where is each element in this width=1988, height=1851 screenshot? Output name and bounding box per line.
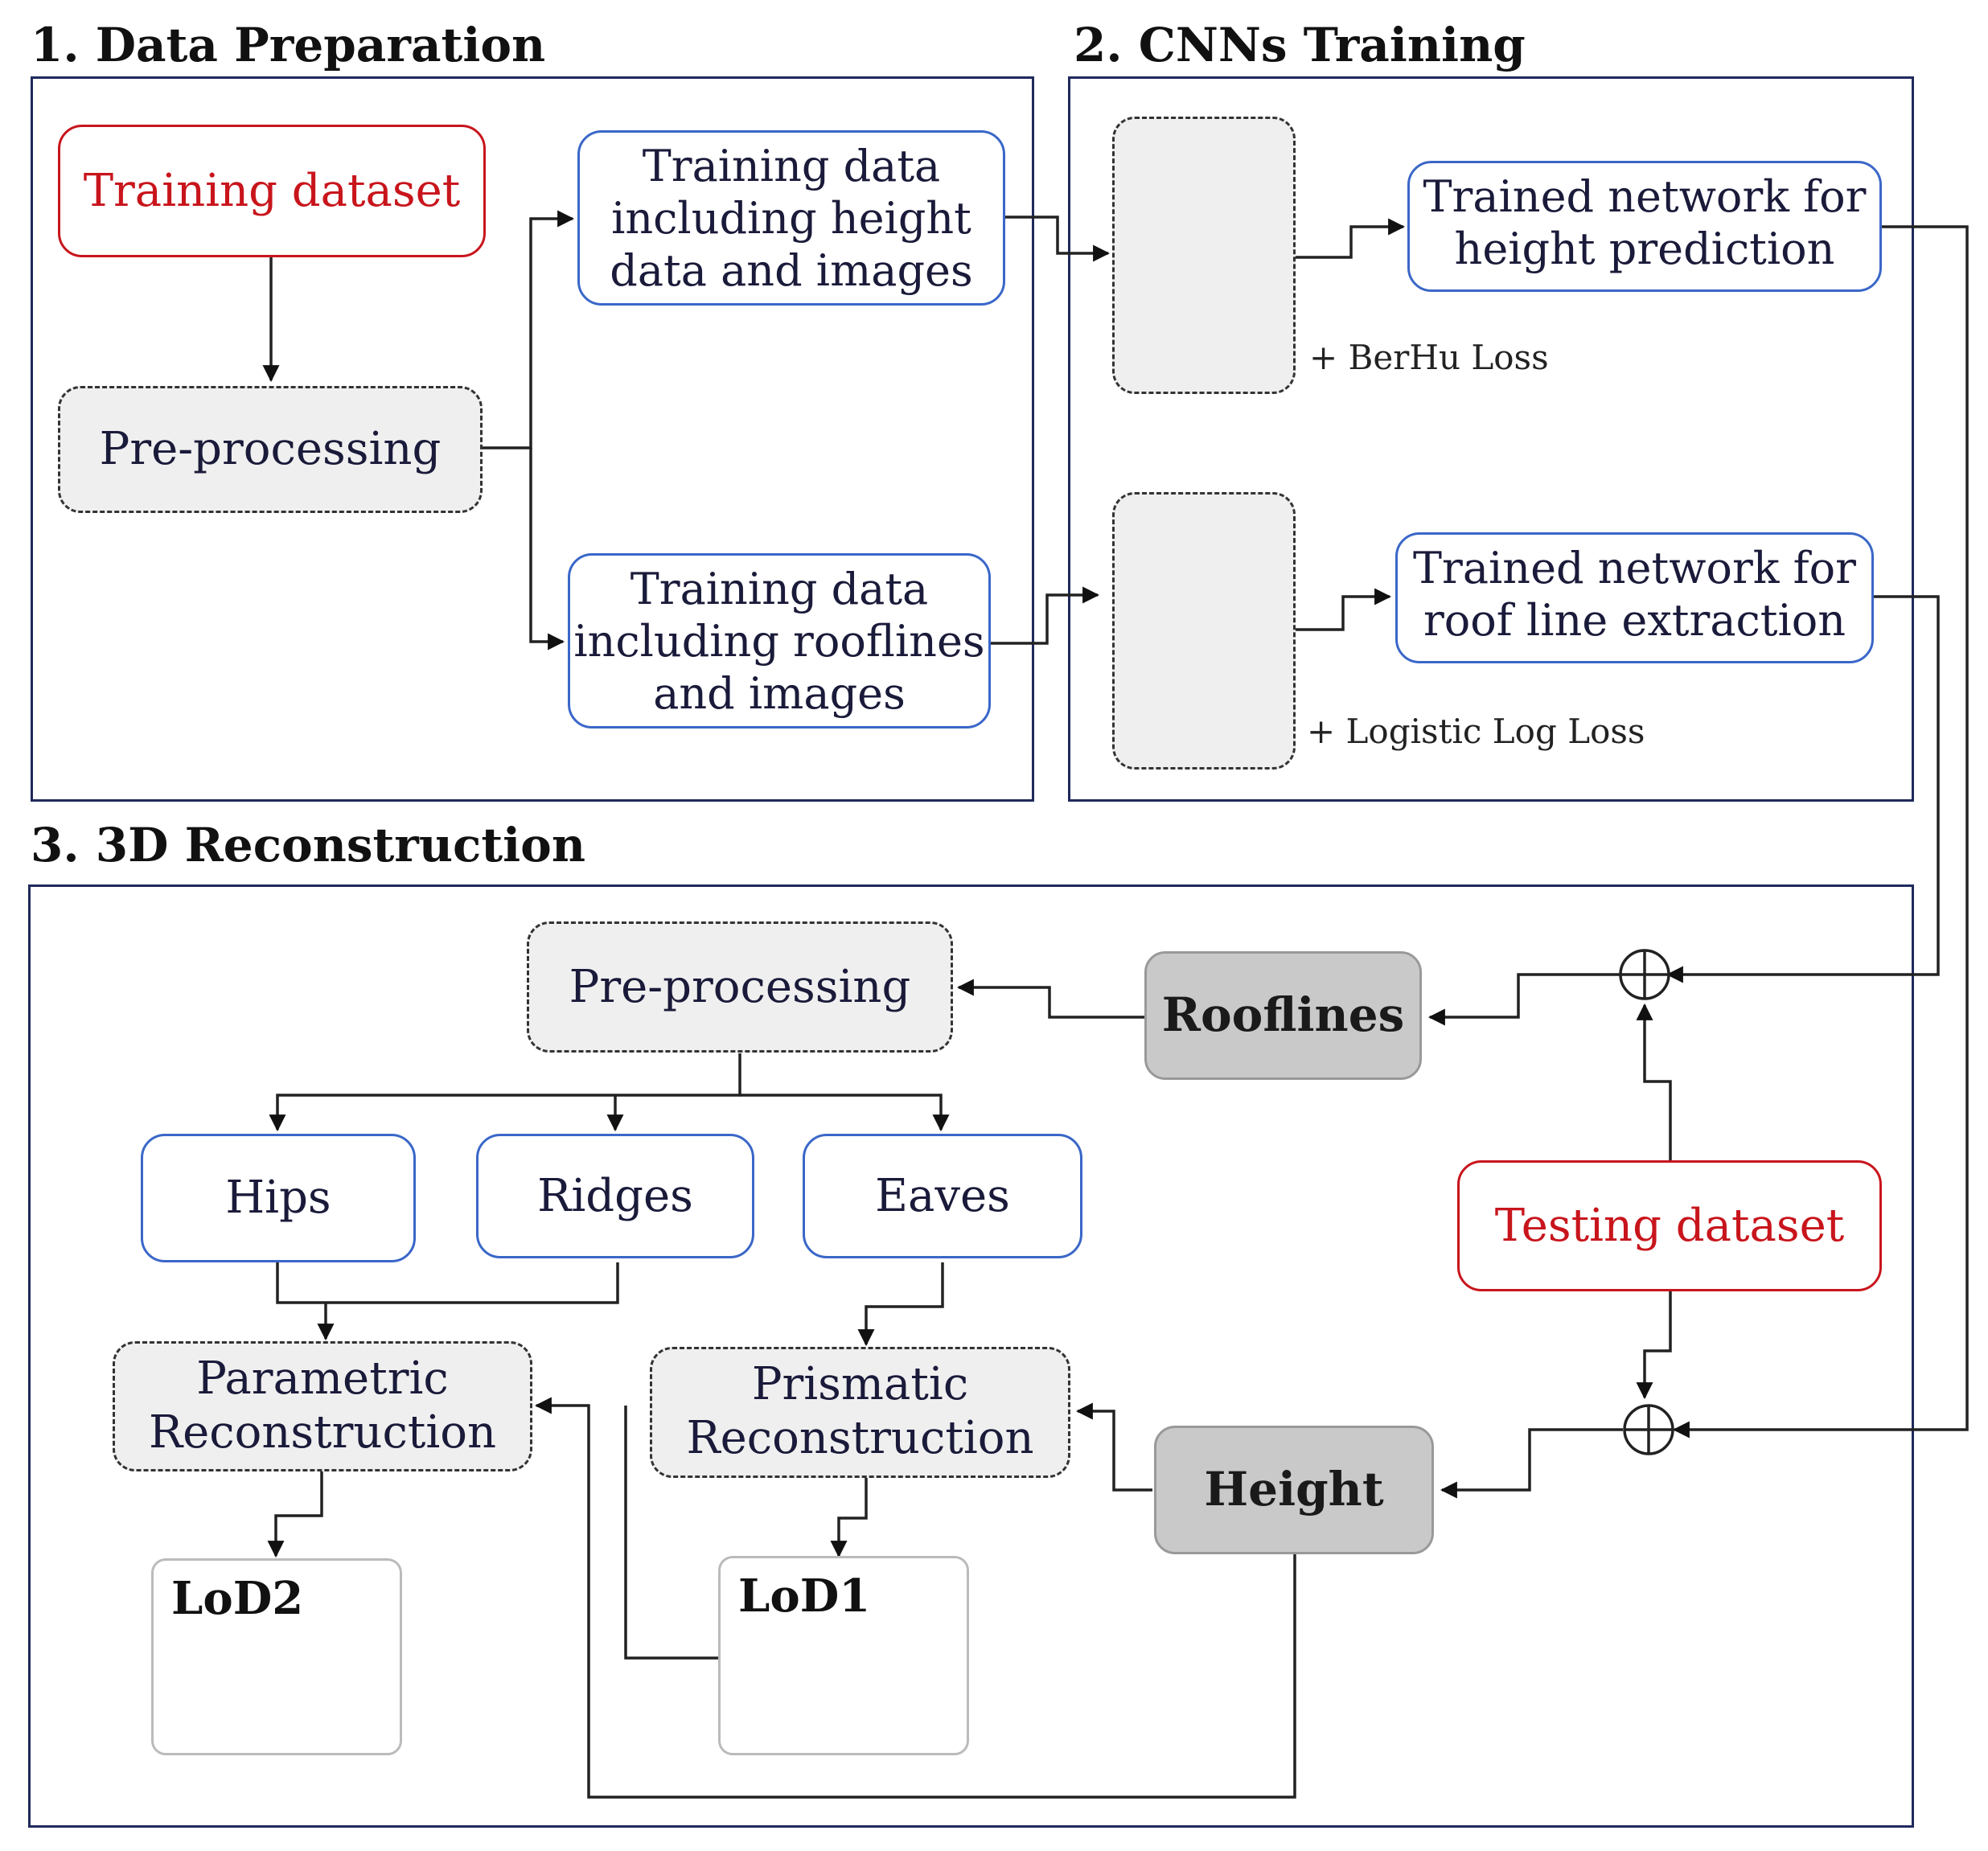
recon-preprocessing-label: Pre-processing xyxy=(569,960,911,1013)
prismatic-reconstruction-box: Prismatic Reconstruction xyxy=(650,1347,1070,1478)
route-height-model-to-height-sum xyxy=(1672,225,1969,1439)
arrow-roofline-data-to-network xyxy=(991,586,1100,645)
berhu-loss-label: + BerHu Loss xyxy=(1309,338,1549,377)
height-training-data-box: Training data including height data and … xyxy=(577,130,1005,306)
arrow-rooflines-to-preprocessing xyxy=(956,979,1144,1019)
height-data-line-2: including height xyxy=(611,192,971,244)
height-network-line-1: Trained network for xyxy=(1423,171,1867,222)
arrow-network-to-roofline-model xyxy=(1295,588,1392,631)
height-label: Height xyxy=(1204,1462,1384,1517)
roofline-network-box: Trained network for roof line extraction xyxy=(1395,532,1874,663)
arrow-preprocessing-to-height-data xyxy=(483,210,575,449)
roofline-data-line-3: and images xyxy=(653,667,906,719)
prismatic-line-2: Reconstruction xyxy=(686,1412,1034,1465)
arrow-testing-to-roofline-sum xyxy=(1636,1003,1672,1160)
prismatic-line-1: Prismatic xyxy=(751,1358,969,1410)
lod1-label: LoD1 xyxy=(738,1570,871,1623)
lod2-box: LoD2 xyxy=(151,1558,402,1755)
parametric-line-1: Parametric xyxy=(196,1352,449,1405)
panel-cnns-training xyxy=(1068,76,1914,802)
height-data-line-3: data and images xyxy=(610,244,973,296)
arrow-prismatic-to-lod1 xyxy=(830,1478,868,1558)
rooflines-label: Rooflines xyxy=(1161,987,1405,1043)
lod2-label: LoD2 xyxy=(171,1572,304,1625)
training-dataset-label: Training dataset xyxy=(83,164,461,217)
roofline-network-line-2: roof line extraction xyxy=(1423,594,1846,646)
lod1-box: LoD1 xyxy=(718,1556,969,1755)
arrow-preprocessing-to-eaves xyxy=(740,1094,950,1132)
line-lod1-to-parametric xyxy=(624,1406,718,1660)
arrow-eaves-to-prismatic xyxy=(857,1262,944,1347)
roofline-training-data-box: Training data including rooflines and im… xyxy=(568,553,991,728)
logistic-loss-label: + Logistic Log Loss xyxy=(1307,712,1645,751)
rooflines-box: Rooflines xyxy=(1144,951,1422,1080)
testing-dataset-box: Testing dataset xyxy=(1457,1160,1882,1291)
roofline-data-line-1: Training data xyxy=(630,564,929,614)
testing-dataset-label: Testing dataset xyxy=(1494,1199,1845,1252)
arrow-height-to-prismatic xyxy=(1075,1402,1152,1492)
neural-network-box-height xyxy=(1112,117,1296,394)
eaves-box: Eaves xyxy=(803,1134,1082,1258)
training-dataset-box: Training dataset xyxy=(58,125,486,257)
line-hips-ridges-join xyxy=(276,1262,619,1304)
section-title-3d-reconstruction: 3. 3D Reconstruction xyxy=(31,818,586,872)
arrow-height-data-to-network xyxy=(1005,215,1111,262)
height-box: Height xyxy=(1154,1426,1434,1554)
ridges-box: Ridges xyxy=(476,1134,754,1258)
parametric-line-2: Reconstruction xyxy=(148,1406,497,1459)
arrow-sum-to-rooflines xyxy=(1427,973,1620,1026)
arrow-preprocessing-to-hips xyxy=(269,1053,741,1132)
height-network-line-2: height prediction xyxy=(1454,223,1835,274)
route-roofline-model-to-roofline-sum xyxy=(1666,595,1940,983)
hips-label: Hips xyxy=(225,1172,331,1225)
sum-icon-height xyxy=(1623,1404,1674,1455)
hips-box: Hips xyxy=(141,1134,416,1262)
preprocessing-box: Pre-processing xyxy=(58,386,483,513)
arrow-testing-to-height-sum xyxy=(1636,1291,1672,1400)
eaves-label: Eaves xyxy=(875,1169,1010,1222)
arrow-sum-to-height xyxy=(1440,1428,1623,1499)
parametric-reconstruction-box: Parametric Reconstruction xyxy=(113,1341,532,1471)
panel-3d-reconstruction xyxy=(28,884,1914,1828)
neural-network-box-roofline xyxy=(1112,492,1296,770)
height-network-box: Trained network for height prediction xyxy=(1407,161,1882,292)
arrow-parametric-to-lod2 xyxy=(267,1471,323,1558)
roofline-data-line-2: including rooflines xyxy=(573,615,985,667)
ridges-label: Ridges xyxy=(537,1169,693,1222)
recon-preprocessing-box: Pre-processing xyxy=(527,921,953,1053)
arrow-preprocessing-to-roofline-data xyxy=(529,448,565,651)
arrow-network-to-height-model xyxy=(1295,218,1406,259)
section-title-cnns-training: 2. CNNs Training xyxy=(1074,18,1526,72)
sum-icon-rooflines xyxy=(1619,949,1670,1000)
roofline-network-line-1: Trained network for xyxy=(1413,543,1856,593)
arrow-height-to-parametric xyxy=(534,1397,1296,1799)
height-data-line-1: Training data xyxy=(642,141,941,191)
preprocessing-label: Pre-processing xyxy=(99,423,442,476)
panel-data-preparation xyxy=(31,76,1034,802)
section-title-data-preparation: 1. Data Preparation xyxy=(31,18,546,72)
